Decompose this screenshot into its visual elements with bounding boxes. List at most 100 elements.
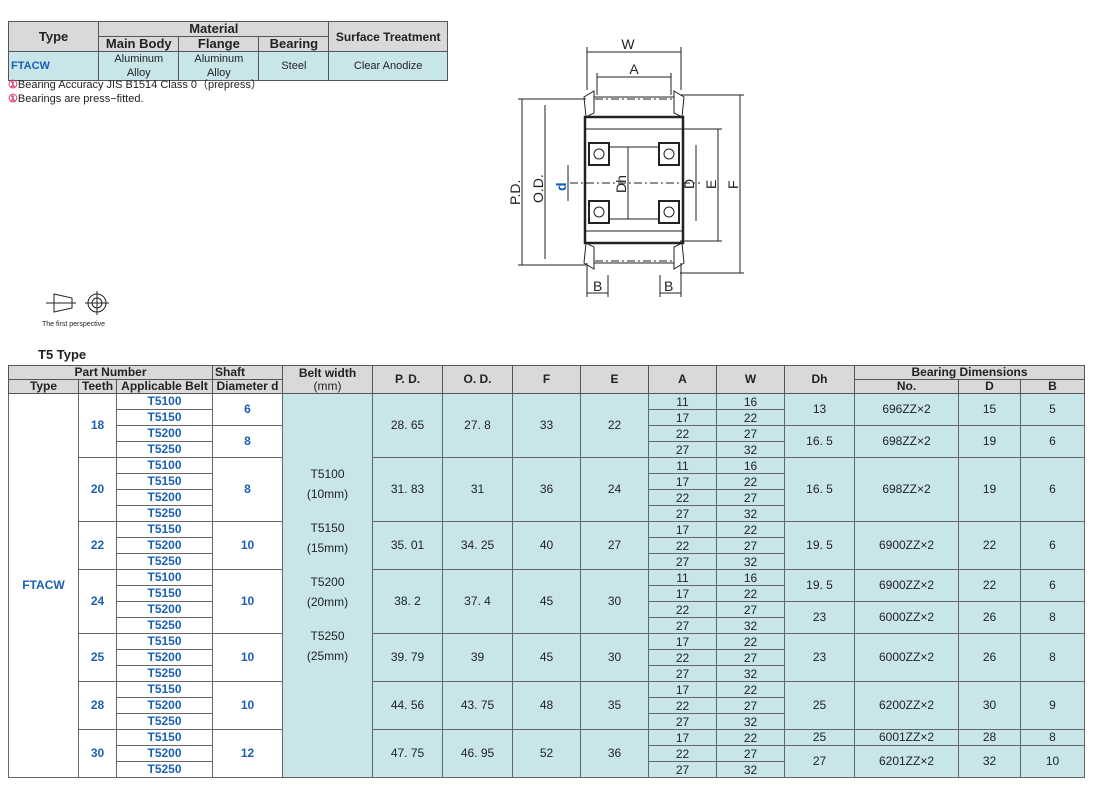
w-cell: 27 (716, 745, 785, 762)
pd-cell: 47. 75 (372, 729, 443, 778)
bearing-d-cell: 19 (958, 457, 1021, 522)
e-header: E (580, 365, 649, 394)
f-header: F (512, 365, 581, 394)
bearing-d-cell: 22 (958, 569, 1021, 602)
dh-cell: 13 (784, 393, 855, 426)
surface-header: Surface Treatment (328, 21, 448, 52)
a-cell: 17 (648, 521, 717, 538)
od-cell: 39 (442, 633, 513, 682)
notes: ①Bearing Accuracy JIS B1514 Class 0（prep… (8, 78, 262, 106)
bearing-no-cell: 6900ZZ×2 (854, 569, 959, 602)
w-cell: 27 (716, 649, 785, 666)
bearing-b-cell: 10 (1019, 745, 1086, 778)
belt-width-header: Belt width(mm) (282, 365, 373, 394)
note-item: ①Bearing Accuracy JIS B1514 Class 0（prep… (8, 79, 262, 91)
teeth-cell: 24 (78, 569, 117, 634)
w-cell: 27 (716, 537, 785, 554)
a-cell: 22 (648, 425, 717, 442)
w-cell: 22 (716, 729, 785, 746)
shaft-cell: 8 (212, 457, 283, 522)
label-d-shaft: d (553, 182, 569, 191)
belt-cell: T5150 (116, 729, 213, 746)
a-cell: 22 (648, 489, 717, 506)
t5-spec-table: Part Number Shaft Belt width(mm) P. D. O… (8, 365, 1086, 778)
belt-cell: T5200 (116, 537, 213, 554)
w-header: W (716, 365, 785, 394)
bearing-b-cell: 8 (1019, 601, 1086, 634)
type-cell: FTACW (8, 393, 79, 778)
belt-cell: T5200 (116, 697, 213, 714)
f-cell: 40 (512, 521, 581, 570)
material-table: Type Material Surface Treatment Main Bod… (7, 21, 448, 81)
od-cell: 27. 8 (442, 393, 513, 458)
belt-width-item: T5100 (310, 467, 345, 481)
w-cell: 32 (716, 713, 785, 730)
belt-cell: T5250 (116, 553, 213, 570)
belt-cell: T5150 (116, 409, 213, 426)
dh-cell: 16. 5 (784, 457, 855, 522)
w-cell: 27 (716, 425, 785, 442)
w-cell: 22 (716, 521, 785, 538)
bearing-b-cell: 9 (1019, 681, 1086, 730)
bearing-b-cell: 6 (1019, 521, 1086, 570)
e-cell: 35 (580, 681, 649, 730)
w-cell: 32 (716, 505, 785, 522)
bearing-b-cell: 8 (1019, 633, 1086, 682)
bearing-no-cell: 6200ZZ×2 (854, 681, 959, 730)
belt-width-item: (10mm) (306, 487, 349, 501)
teeth-cell: 30 (78, 729, 117, 778)
info-icon: ① (8, 93, 18, 105)
f-cell: 33 (512, 393, 581, 458)
belt-width-item: T5250 (310, 629, 345, 643)
bearing-d-cell: 28 (958, 729, 1021, 746)
shaft-cell: 10 (212, 521, 283, 570)
section-title: T5 Type (38, 347, 87, 362)
a-cell: 27 (648, 553, 717, 570)
e-cell: 36 (580, 729, 649, 778)
label-a: A (629, 61, 639, 77)
od-header: O. D. (442, 365, 513, 394)
belt-width-item: T5200 (310, 575, 345, 589)
type-header: Type (8, 379, 79, 394)
belt-width-item: (25mm) (306, 649, 349, 663)
pd-cell: 38. 2 (372, 569, 443, 634)
shaft-cell: 12 (212, 729, 283, 778)
bearing-b-cell: 6 (1019, 457, 1086, 522)
bearing-no-cell: 6201ZZ×2 (854, 745, 959, 778)
a-cell: 11 (648, 393, 717, 410)
bd-header: D (958, 379, 1021, 394)
bearing-d-cell: 22 (958, 521, 1021, 570)
shaft-cell: 10 (212, 633, 283, 682)
w-cell: 22 (716, 633, 785, 650)
main-body-header: Main Body (98, 36, 180, 52)
diameter-header: Diameter d (212, 379, 283, 394)
bearing-d-cell: 26 (958, 601, 1021, 634)
bearing-d-cell: 32 (958, 745, 1021, 778)
w-cell: 32 (716, 441, 785, 458)
a-cell: 27 (648, 761, 717, 778)
belt-width-cell: T5100(10mm)T5150(15mm)T5200(20mm)T5250(2… (282, 393, 373, 778)
a-cell: 27 (648, 617, 717, 634)
bearing-b-cell: 6 (1019, 425, 1086, 458)
a-cell: 22 (648, 601, 717, 618)
a-cell: 27 (648, 713, 717, 730)
dh-cell: 23 (784, 601, 855, 634)
belt-cell: T5150 (116, 473, 213, 490)
belt-cell: T5250 (116, 505, 213, 522)
belt-cell: T5100 (116, 569, 213, 586)
shaft-header: Shaft (212, 365, 283, 380)
label-b-left: B (593, 278, 602, 294)
belt-cell: T5250 (116, 665, 213, 682)
